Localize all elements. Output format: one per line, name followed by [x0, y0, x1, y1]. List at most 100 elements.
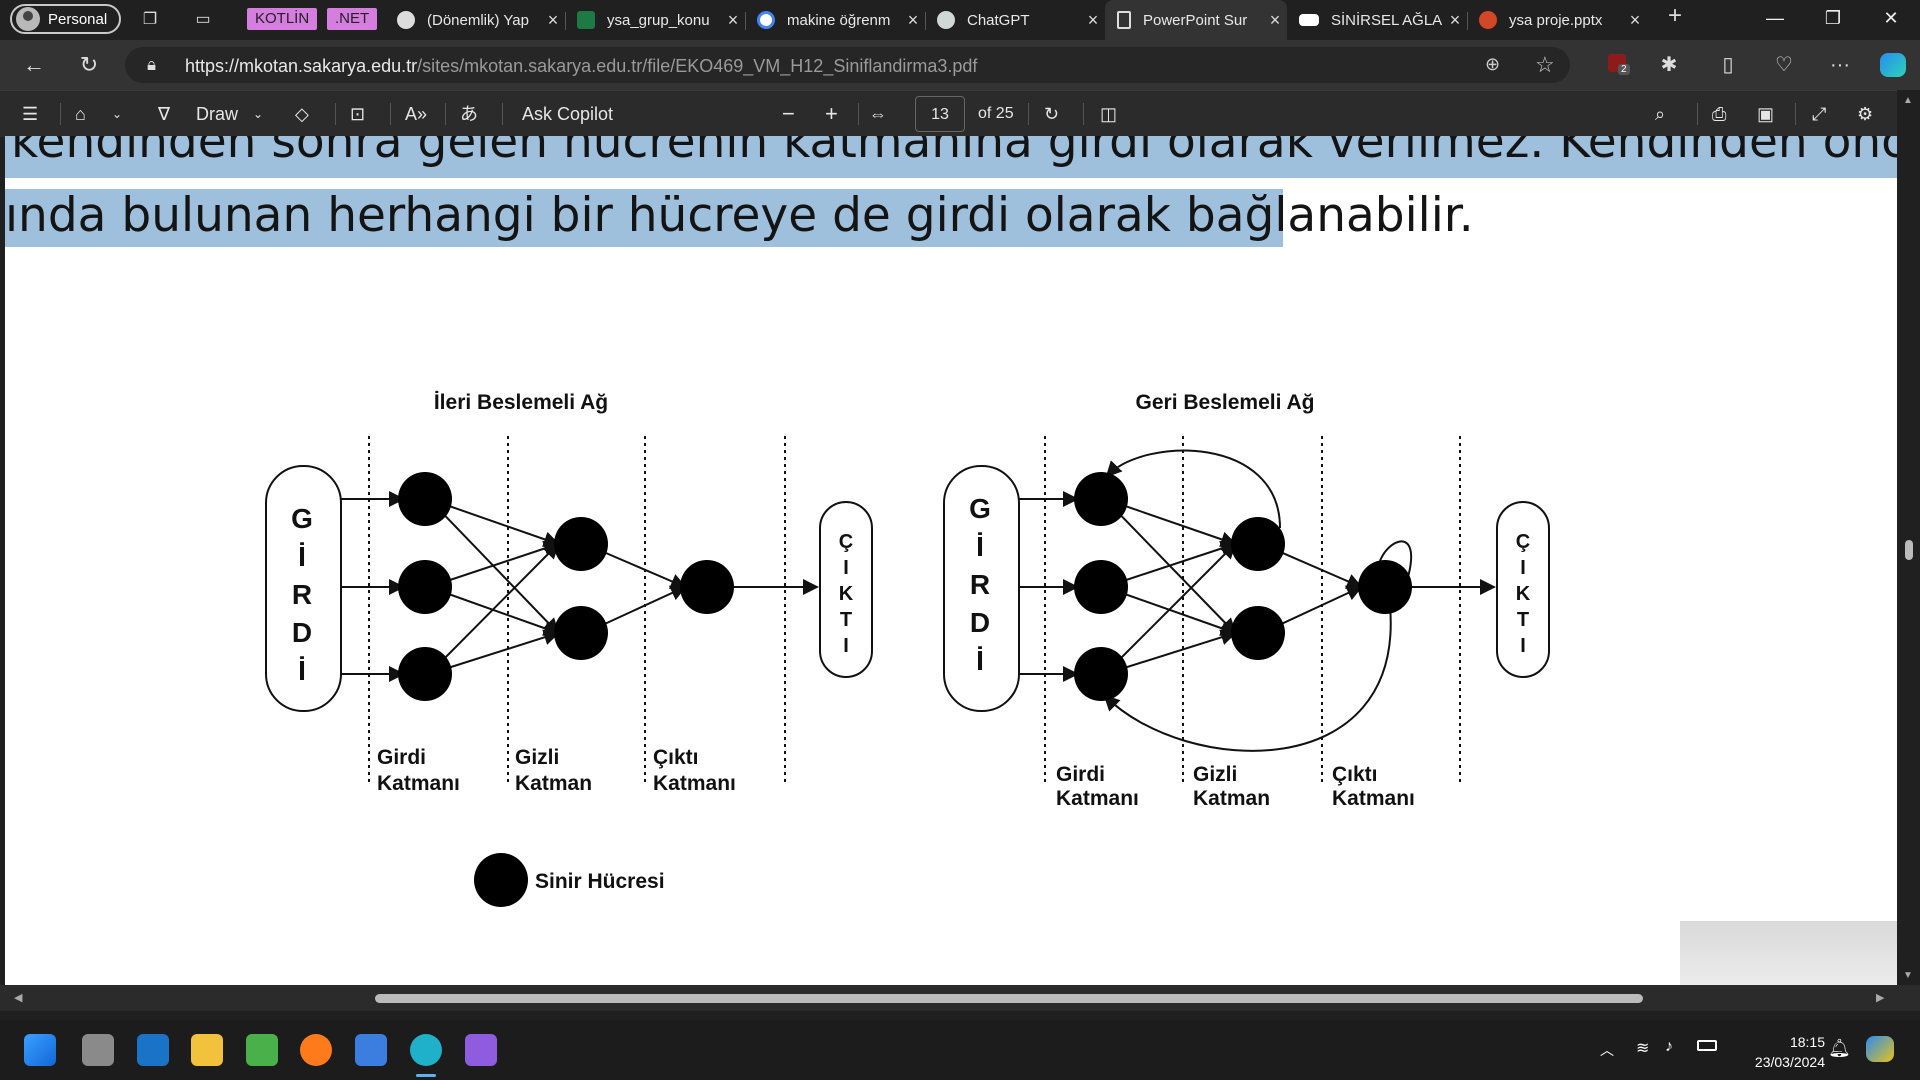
file-explorer-icon[interactable] [191, 1034, 223, 1066]
zoom-out-icon[interactable]: − [782, 101, 795, 126]
fullscreen-icon[interactable]: ⤢ [1812, 104, 1827, 124]
horizontal-scrollbar[interactable]: ◀ ▶ [0, 985, 1920, 1011]
outlook-icon[interactable] [137, 1034, 169, 1066]
close-window-icon[interactable]: ✕ [1883, 8, 1899, 28]
scroll-thumb[interactable] [1905, 540, 1913, 560]
translate-icon[interactable]: あ [460, 104, 478, 124]
print-icon[interactable]: ⎙ [1712, 104, 1727, 124]
layer-label: Katmanı [1056, 787, 1139, 810]
clock[interactable]: 18:15 23/03/2024 [1735, 1032, 1825, 1072]
close-icon[interactable]: × [907, 9, 919, 30]
settings-gear-icon[interactable]: ⚙ [1857, 104, 1874, 124]
new-tab-icon[interactable]: + [1667, 2, 1682, 29]
scroll-thumb[interactable] [375, 994, 1643, 1003]
chevron-down-icon[interactable]: ⌄ [112, 107, 123, 121]
more-options-icon[interactable]: ··· [1830, 54, 1850, 76]
ask-copilot-button[interactable]: Ask Copilot [522, 104, 614, 124]
edge-icon[interactable] [410, 1034, 442, 1066]
volume-icon[interactable]: ♪ [1665, 1038, 1673, 1055]
tab-ysa-proje[interactable]: ysa proje.pptx × [1467, 0, 1647, 40]
vertical-scrollbar[interactable]: ▲ ▼ [1897, 90, 1920, 985]
read-aloud-icon[interactable]: A» [405, 104, 428, 124]
battery-icon[interactable] [1697, 1040, 1717, 1051]
legend-label: Sinir Hücresi [535, 870, 665, 893]
excel-icon [577, 11, 595, 29]
ublock-icon[interactable]: 2 [1608, 54, 1630, 75]
copilot-icon[interactable] [1880, 53, 1906, 77]
input-letter: İ [976, 645, 984, 676]
zoom-icon[interactable]: ⊕ [1485, 54, 1501, 74]
tab-ysa-grup[interactable]: ysa_grup_konu × [565, 0, 746, 40]
save-icon[interactable]: ▣ [1757, 104, 1775, 124]
input-letter: G [969, 493, 991, 524]
draw-icon[interactable]: ∇ [158, 104, 171, 124]
input-letter: İ [298, 541, 306, 572]
store-icon[interactable] [355, 1034, 387, 1066]
tab-powerpoint-sur[interactable]: PowerPoint Sur × [1105, 0, 1287, 40]
text-box-icon[interactable]: ⊡ [350, 104, 366, 124]
eraser-icon[interactable]: ◇ [295, 104, 309, 124]
output-letter: I [843, 635, 849, 657]
zoom-in-icon[interactable]: + [825, 101, 838, 126]
close-icon[interactable]: × [547, 9, 559, 30]
page-number-input[interactable]: 13 [915, 96, 965, 132]
input-box [943, 465, 1020, 712]
fit-width-icon[interactable]: ⇔ [869, 104, 887, 124]
close-icon[interactable]: × [1269, 9, 1281, 30]
tab-sinirsel[interactable]: SİNİRSEL AĞLA × [1287, 0, 1468, 40]
back-icon[interactable]: ← [23, 52, 45, 77]
close-icon[interactable]: × [1629, 9, 1641, 30]
scroll-right-icon[interactable]: ▶ [1876, 992, 1885, 1004]
favorite-dotnet[interactable]: .NET [327, 8, 378, 30]
chevron-down-icon[interactable]: ⌄ [253, 107, 264, 121]
profile-button[interactable]: Personal [10, 4, 122, 34]
rotate-icon[interactable]: ↻ [1044, 104, 1060, 124]
favorite-star-icon[interactable]: ☆ [1535, 52, 1555, 77]
firefox-icon[interactable] [300, 1034, 332, 1066]
tab-makine[interactable]: makine öğrenm × [745, 0, 926, 40]
address-bar[interactable]: 🔒︎ https://mkotan.sakarya.edu.tr/sites/m… [125, 47, 1570, 83]
input-letter: D [970, 607, 990, 638]
visual-studio-icon[interactable] [465, 1034, 497, 1066]
input-letter: D [292, 617, 312, 648]
close-icon[interactable]: × [727, 9, 739, 30]
minimize-icon[interactable]: — [1766, 8, 1784, 28]
split-screen-icon[interactable]: ▯ [1722, 54, 1734, 76]
notification-bell-icon[interactable]: 🔔︎ [1828, 1038, 1851, 1058]
video-icon [1299, 14, 1319, 26]
tab-actions-icon[interactable]: ▭ [195, 11, 211, 28]
layer-label: Gizli [515, 746, 559, 769]
close-icon[interactable]: × [1087, 9, 1099, 30]
start-icon[interactable] [24, 1034, 56, 1066]
page-view-icon[interactable]: ◫ [1100, 104, 1118, 124]
tab-donemlik[interactable]: (Dönemlik) Yap × [385, 0, 566, 40]
output-box [1496, 501, 1550, 678]
layer-label: Gizli [1193, 763, 1237, 786]
snipping-icon[interactable] [246, 1034, 278, 1066]
wifi-icon[interactable]: ≋ [1636, 1040, 1650, 1057]
scroll-up-icon[interactable]: ▲ [1903, 95, 1913, 106]
close-icon[interactable]: × [1449, 9, 1461, 30]
clock-time: 18:15 [1789, 1034, 1825, 1050]
scroll-down-icon[interactable]: ▼ [1903, 970, 1913, 981]
browser-essentials-icon[interactable]: ♡ [1775, 54, 1793, 76]
restore-icon[interactable]: ❐ [1824, 8, 1842, 28]
left-diagram-title: İleri Beslemeli Ağ [434, 391, 608, 414]
chevron-up-icon[interactable]: ︿ [1600, 1042, 1614, 1058]
scroll-left-icon[interactable]: ◀ [14, 992, 23, 1004]
right-diagram-title: Geri Beslemeli Ağ [1136, 391, 1315, 414]
active-app-indicator [416, 1074, 436, 1077]
extensions-icon[interactable]: ✱ [1660, 54, 1678, 76]
draw-button[interactable]: Draw [196, 104, 239, 124]
input-letter: G [291, 503, 313, 534]
refresh-icon[interactable]: ↻ [79, 52, 99, 77]
favorite-kotlin[interactable]: KOTLİN [247, 8, 318, 30]
contents-icon[interactable]: ☰ [22, 104, 39, 124]
highlight-icon[interactable]: ⌂ [75, 104, 86, 124]
task-view-icon[interactable] [82, 1034, 114, 1066]
output-letter: Ç [839, 531, 853, 553]
search-icon[interactable]: ⌕ [1655, 104, 1666, 124]
tab-chatgpt[interactable]: ChatGPT × [925, 0, 1105, 40]
copilot-taskbar-icon[interactable] [1866, 1036, 1894, 1062]
workspaces-icon[interactable]: ❐ [142, 11, 158, 28]
